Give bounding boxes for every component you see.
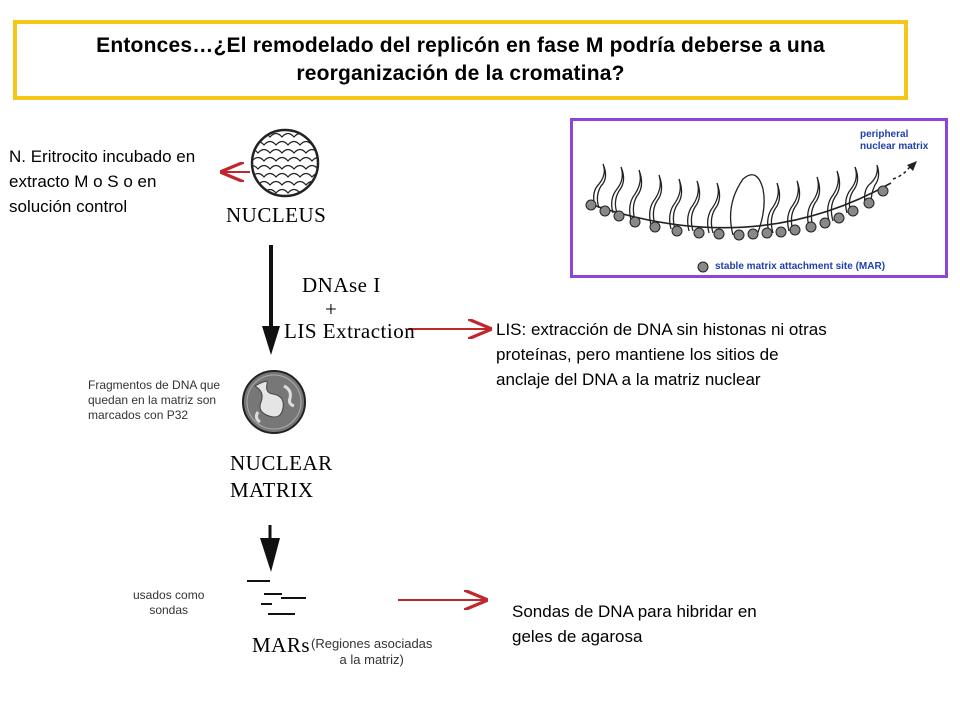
title-line-2: reorganización de la cromatina? [296,62,625,85]
mars-note-line-2: a la matriz) [339,652,404,667]
legend-dot-icon [697,261,709,273]
probes-result: Sondas de DNA para hibridar en geles de … [512,599,757,649]
probes-note-line-2: sondas [149,603,189,617]
chromatin-loops [593,163,880,236]
mars-note-line-1: (Regiones asociadas [311,636,433,651]
mar-dots [585,185,889,241]
nuclear-matrix-icon [242,370,306,434]
matrix-label-line-2: MATRIX [230,478,314,502]
left-note: N. Eritrocito incubado en extracto M o S… [9,144,195,219]
lis-note: LIS: extracción de DNA sin histonas ni o… [496,317,827,392]
inset-matrix-label-line-1: peripheral [860,129,909,140]
mars-label: MARs [252,633,311,657]
probes-result-line-1: Sondas de DNA para hibridar en [512,602,757,621]
step1-plus: + [325,297,338,321]
mars-note: (Regiones asociadas a la matriz) [311,636,432,668]
left-note-line-1: N. Eritrocito incubado en [9,147,196,166]
inset-legend: stable matrix attachment site (MAR) [715,261,886,272]
title-line-1: Entonces…¿El remodelado del replicón en … [96,34,825,57]
left-note-line-2: extracto M o S o en [9,172,157,191]
inset-matrix-label-line-2: nuclear matrix [860,141,929,152]
lis-note-line-3: anclaje del DNA a la matriz nuclear [496,370,761,389]
matrix-loop-inset: peripheral nuclear matrix stable matrix … [570,118,948,278]
down-arrow-1 [262,245,280,355]
fragments-note-line-2: quedan en la matriz son [88,393,217,407]
fragments-note: Fragmentos de DNA que quedan en la matri… [88,378,220,423]
fragments-note-line-3: marcados con P32 [88,408,189,422]
nucleus-icon [250,128,320,198]
inset-matrix-label: peripheral nuclear matrix [860,129,928,153]
title-box: Entonces…¿El remodelado del replicón en … [13,20,908,100]
loop-diagram [585,161,917,273]
probes-result-line-2: geles de agarosa [512,627,643,646]
matrix-label: NUCLEAR MATRIX [230,450,333,504]
mar-fragments [247,580,306,615]
fragments-note-line-1: Fragmentos de DNA que [88,378,221,392]
left-note-line-3: solución control [9,197,128,216]
lis-note-line-2: proteínas, pero mantiene los sitios de [496,345,779,364]
probes-note-line-1: usados como [133,588,205,602]
lis-note-line-1: LIS: extracción de DNA sin histonas ni o… [496,320,827,339]
down-arrow-2 [260,525,280,572]
probes-note: usados como sondas [133,588,204,618]
step1-line-2: LIS Extraction [284,319,416,343]
nucleus-label: NUCLEUS [226,203,327,227]
matrix-label-line-1: NUCLEAR [230,451,333,475]
step1-line-1: DNAse I [302,273,381,297]
